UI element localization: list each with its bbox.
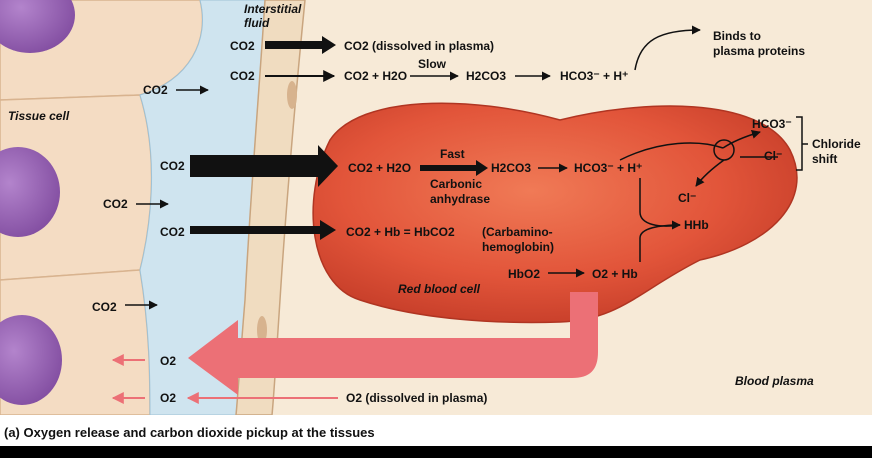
- o2-release-arrow: [188, 292, 598, 395]
- hco3-out-arrow: [722, 130, 761, 149]
- caption-area: [0, 415, 872, 445]
- row2-note-2: plasma proteins: [713, 44, 805, 58]
- hco3-label: HCO3⁻: [752, 117, 792, 131]
- hb-products: O2 + Hb: [592, 267, 638, 281]
- row2-rate: Slow: [418, 57, 447, 71]
- row1-right: CO2 (dissolved in plasma): [344, 39, 494, 53]
- row3-big-arrow: [190, 145, 338, 187]
- o2-big-label: O2: [160, 354, 176, 368]
- row4-note-2: hemoglobin): [482, 240, 554, 254]
- interstitial-label-1: Interstitial: [244, 2, 302, 16]
- row4-left-co2: CO2: [160, 225, 185, 239]
- row2-product: H2CO3: [466, 69, 506, 83]
- row2-ions: HCO3⁻ + H⁺: [560, 69, 628, 83]
- chloride-shift-label-1: Chloride: [812, 137, 861, 151]
- blood-plasma-label: Blood plasma: [735, 374, 814, 388]
- tissue-co2-label: CO2: [143, 83, 168, 97]
- row2-reaction: CO2 + H2O: [344, 69, 407, 83]
- red-blood-cell: [312, 102, 798, 324]
- row3-enzyme-2: anhydrase: [430, 192, 490, 206]
- nucleus-icon: [0, 0, 75, 53]
- endothelial-nucleus-icon: [287, 81, 297, 109]
- row4-arrow: [190, 220, 336, 240]
- row1-left-co2: CO2: [230, 39, 255, 53]
- o2-dissolved-left: O2: [160, 391, 176, 405]
- row4-reaction: CO2 + Hb = HbCO2: [346, 225, 455, 239]
- red-blood-cell-label: Red blood cell: [398, 282, 481, 296]
- o2-dissolved-right: O2 (dissolved in plasma): [346, 391, 487, 405]
- hb-to-hhb-line: [639, 220, 681, 262]
- hbo2-label: HbO2: [508, 267, 540, 281]
- row3-ions: HCO3⁻ + H⁺: [574, 161, 642, 175]
- bottom-bar: [0, 446, 872, 458]
- row2-note-1: Binds to: [713, 29, 761, 43]
- tissue-co2-label: CO2: [92, 300, 117, 314]
- figure-caption: (a) Oxygen release and carbon dioxide pi…: [4, 425, 375, 440]
- nucleus-icon: [0, 315, 62, 405]
- cl-out-label: Cl⁻: [764, 149, 782, 163]
- row2-left-co2: CO2: [230, 69, 255, 83]
- cl-in-arrow: [695, 159, 725, 187]
- row3-rate: Fast: [440, 147, 465, 161]
- nucleus-icon: [0, 147, 60, 237]
- tissue-cell-label: Tissue cell: [8, 109, 70, 123]
- row3-left-co2: CO2: [160, 159, 185, 173]
- tissue-cells: [0, 0, 204, 416]
- row1-arrow: [265, 36, 336, 54]
- row4-note-1: (Carbamino-: [482, 225, 553, 239]
- tissue-co2-label: CO2: [103, 197, 128, 211]
- endothelial-nucleus-icon: [257, 316, 267, 344]
- hhb-label: HHb: [684, 218, 709, 232]
- row3-reaction: CO2 + H2O: [348, 161, 411, 175]
- binds-arrow: [634, 25, 701, 71]
- row3-product: H2CO3: [491, 161, 531, 175]
- interstitial-label-2: fluid: [244, 16, 270, 30]
- cl-in-label: Cl⁻: [678, 191, 696, 205]
- chloride-shift-label-2: shift: [812, 152, 837, 166]
- row3-enzyme-1: Carbonic: [430, 177, 482, 191]
- row3-fast-arrow: [420, 160, 488, 176]
